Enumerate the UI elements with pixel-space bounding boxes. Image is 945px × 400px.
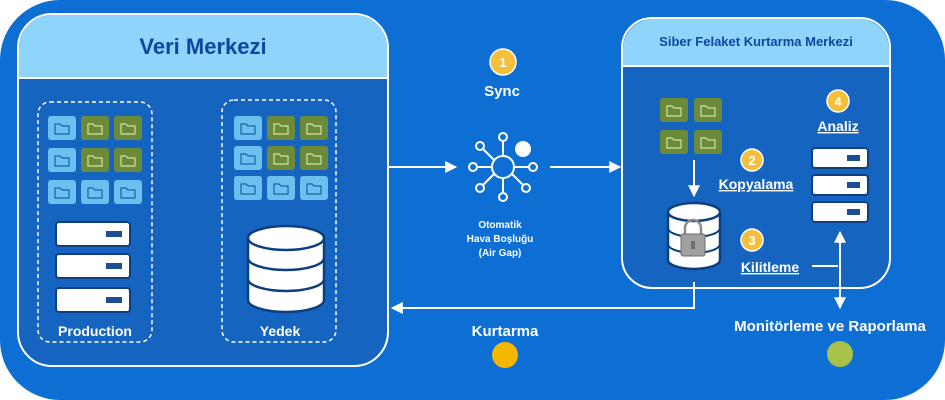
database-icon (246, 224, 326, 314)
server-icon (811, 147, 869, 223)
network-hub-icon (468, 132, 538, 202)
step-sync-number: 1 (499, 55, 506, 70)
folder-icon (47, 179, 77, 205)
folder-icon (299, 175, 329, 201)
monitoring-dot (827, 341, 853, 367)
folder-icon (47, 115, 77, 141)
folder-icon (80, 147, 110, 173)
step-analyze-number: 4 (834, 94, 842, 109)
step-lock-label: Kilitleme (741, 259, 800, 275)
step-copy: 2 Kopyalama (719, 148, 794, 192)
cyber-recovery-title: Siber Felaket Kurtarma Merkezi (659, 34, 853, 49)
step-lock: 3 Kilitleme (740, 228, 800, 275)
folder-icon (113, 147, 143, 173)
monitoring-label: Monitörleme ve Raporlama (734, 318, 926, 335)
folder-icon (266, 175, 296, 201)
server-icon (55, 221, 131, 313)
folder-icon (80, 115, 110, 141)
recovery-step: Kurtarma (472, 323, 539, 368)
air-gap-line3: (Air Gap) (479, 248, 522, 259)
folder-icon (693, 97, 723, 123)
air-gap-label: Otomatik Hava Boşluğu (Air Gap) (467, 220, 534, 259)
folder-icon (299, 115, 329, 141)
step-lock-number: 3 (748, 233, 755, 248)
backup-group: Yedek (221, 99, 337, 343)
folder-icon (659, 97, 689, 123)
folder-icon (80, 179, 110, 205)
step-analyze: 4 Analiz (817, 89, 859, 134)
folder-icon (113, 115, 143, 141)
folder-icon (693, 129, 723, 155)
folder-icon (299, 145, 329, 171)
production-label: Production (58, 323, 132, 339)
folder-icon (113, 179, 143, 205)
air-gap-line1: Otomatik (478, 220, 522, 231)
monitoring-step: Monitörleme ve Raporlama (734, 318, 927, 367)
step-analyze-label: Analiz (817, 118, 858, 134)
data-center-title: Veri Merkezi (139, 34, 266, 59)
lock-icon (680, 218, 706, 257)
folder-icon (659, 129, 689, 155)
folder-icon (233, 145, 263, 171)
folder-icon (266, 115, 296, 141)
recovery-label: Kurtarma (472, 323, 539, 340)
folder-icon (233, 115, 263, 141)
air-gap-line2: Hava Boşluğu (467, 234, 534, 245)
backup-label: Yedek (260, 323, 301, 339)
folder-icon (266, 145, 296, 171)
step-sync-label: Sync (484, 83, 520, 100)
folder-icon (233, 175, 263, 201)
recovery-arrow (390, 282, 695, 314)
step-sync: 1 Sync (484, 48, 520, 100)
recovery-dot (492, 342, 518, 368)
step-copy-number: 2 (748, 153, 755, 168)
step-copy-label: Kopyalama (719, 176, 794, 192)
folder-icon (47, 147, 77, 173)
production-group: Production (37, 101, 153, 343)
